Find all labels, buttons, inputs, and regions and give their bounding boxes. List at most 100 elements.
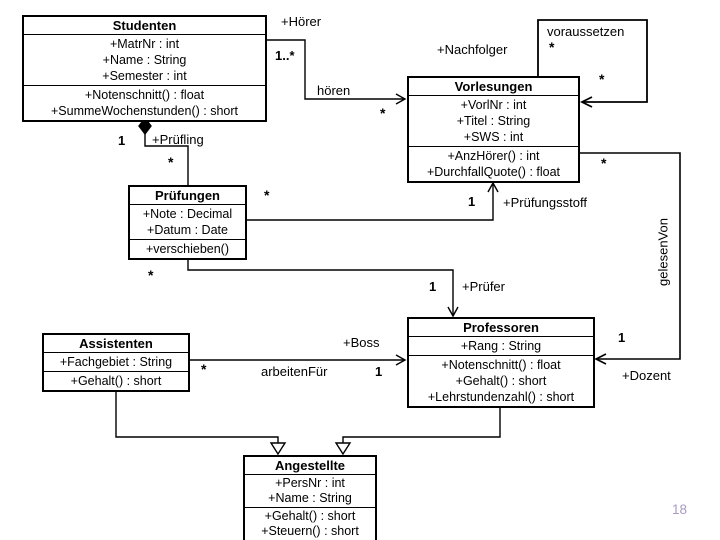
association-voraussetzen-line <box>537 19 648 103</box>
class-pruefungen-title: Prüfungen <box>155 188 220 203</box>
open-arrowhead <box>447 306 459 318</box>
multiplicity-voraussetzen-top: * <box>549 39 555 55</box>
attribute: +Note : Decimal <box>142 207 233 221</box>
composition-pruefling-line <box>144 133 189 185</box>
role-pruefer: +Prüfer <box>462 279 505 294</box>
method: +Gehalt() : short <box>455 374 547 388</box>
association-name-gelesenvon: gelesenVon <box>655 218 671 286</box>
role-boss: +Boss <box>343 335 380 350</box>
class-vorlesungen-attributes: +VorlNr : int +Titel : String +SWS : int <box>409 95 578 146</box>
multiplicity-gelesenvon-vorlesungen: * <box>601 155 607 171</box>
class-angestellte-methods: +Gehalt() : short +Steuern() : short <box>245 507 375 540</box>
attribute: +Rang : String <box>460 339 542 353</box>
method: +DurchfallQuote() : float <box>426 165 561 179</box>
open-arrowhead <box>395 93 407 105</box>
generalization-assistenten-angestellte <box>115 391 287 456</box>
hollow-triangle-arrowhead <box>269 442 287 456</box>
class-professoren: Professoren +Rang : String +Notenschnitt… <box>407 317 595 408</box>
method: +SummeWochenstunden() : short <box>50 104 238 118</box>
composition-pruefling <box>138 116 189 185</box>
role-pruefungsstoff: +Prüfungsstoff <box>503 195 587 210</box>
method: +Lehrstundenzahl() : short <box>427 390 575 404</box>
role-dozent: +Dozent <box>622 368 671 383</box>
class-vorlesungen: Vorlesungen +VorlNr : int +Titel : Strin… <box>407 76 580 183</box>
association-hoeren <box>267 39 407 105</box>
method: +Steuern() : short <box>261 524 359 538</box>
class-angestellte: Angestellte +PersNr : int +Name : String… <box>243 455 377 540</box>
attribute: +Fachgebiet : String <box>59 355 173 369</box>
attribute: +Datum : Date <box>147 223 228 237</box>
association-hoeren-line <box>267 39 404 100</box>
attribute: +SWS : int <box>463 130 524 144</box>
class-studenten: Studenten +MatrNr : int +Name : String +… <box>22 15 267 122</box>
method: +verschieben() <box>145 242 230 256</box>
association-gelesenvon-line <box>580 152 681 360</box>
attribute: +PersNr : int <box>275 476 345 490</box>
open-arrowhead <box>487 181 499 193</box>
attribute: +Titel : String <box>456 114 531 128</box>
association-gelesenvon <box>580 152 681 365</box>
multiplicity-pruefungsstoff-pruefungen: * <box>264 187 270 203</box>
class-vorlesungen-methods: +AnzHörer() : int +DurchfallQuote() : fl… <box>409 146 578 181</box>
association-pruefungsstoff-line <box>247 184 494 221</box>
multiplicity-arbeitenfuer-assistenten: * <box>201 361 207 377</box>
multiplicity-pruefling-studenten: 1 <box>118 133 126 148</box>
class-assistenten-attributes: +Fachgebiet : String <box>44 352 188 371</box>
association-pruefer <box>187 259 459 318</box>
association-voraussetzen <box>537 19 648 108</box>
attribute: +MatrNr : int <box>109 37 180 51</box>
generalization-professoren-angestellte <box>334 407 501 456</box>
class-studenten-methods: +Notenschnitt() : float +SummeWochenstun… <box>24 85 265 120</box>
role-pruefling: +Prüfling <box>152 132 204 147</box>
association-pruefer-line <box>187 259 454 315</box>
class-angestellte-attributes: +PersNr : int +Name : String <box>245 474 375 507</box>
method: +AnzHörer() : int <box>447 149 540 163</box>
multiplicity-hoeren-studenten: 1..* <box>275 48 295 63</box>
open-arrowhead <box>579 96 593 108</box>
method: +Gehalt() : short <box>70 374 162 388</box>
multiplicity-voraussetzen-bottom: * <box>599 71 605 87</box>
hollow-triangle-arrowhead <box>334 442 352 456</box>
class-pruefungen-attributes: +Note : Decimal +Datum : Date <box>130 204 245 239</box>
class-studenten-title: Studenten <box>112 18 177 33</box>
attribute: +VorlNr : int <box>460 98 527 112</box>
association-name-voraussetzen: voraussetzen <box>547 24 625 39</box>
method: +Notenschnitt() : float <box>84 88 205 102</box>
composition-diamond <box>138 116 152 136</box>
open-arrowhead <box>395 354 407 366</box>
class-vorlesungen-title: Vorlesungen <box>454 79 533 94</box>
open-arrowhead <box>594 353 607 365</box>
class-pruefungen: Prüfungen +Note : Decimal +Datum : Date … <box>128 185 247 260</box>
method: +Notenschnitt() : float <box>441 358 561 372</box>
generalization-line <box>115 391 279 443</box>
attribute: +Name : String <box>102 53 187 67</box>
association-name-hoeren: hören <box>317 83 351 98</box>
page-number: 18 <box>672 502 688 517</box>
multiplicity-gelesenvon-professoren: 1 <box>618 330 626 345</box>
generalization-line <box>342 407 501 443</box>
association-pruefungsstoff <box>247 181 499 221</box>
attribute: +Semester : int <box>102 69 187 83</box>
class-professoren-methods: +Notenschnitt() : float +Gehalt() : shor… <box>409 355 593 406</box>
class-pruefungen-methods: +verschieben() <box>130 239 245 258</box>
role-hoerer: +Hörer <box>281 14 322 29</box>
class-professoren-title: Professoren <box>463 320 539 335</box>
method: +Gehalt() : short <box>264 509 356 523</box>
class-angestellte-title: Angestellte <box>274 458 346 473</box>
multiplicity-pruefungsstoff-vorlesungen: 1 <box>468 194 476 209</box>
class-assistenten: Assistenten +Fachgebiet : String +Gehalt… <box>42 333 190 392</box>
class-assistenten-title: Assistenten <box>79 336 153 351</box>
class-professoren-attributes: +Rang : String <box>409 336 593 355</box>
role-nachfolger: +Nachfolger <box>437 42 508 57</box>
multiplicity-pruefling-pruefungen: * <box>168 154 174 170</box>
attribute: +Name : String <box>268 491 352 505</box>
multiplicity-hoeren-vorlesungen: * <box>380 105 386 121</box>
multiplicity-pruefer-pruefungen: * <box>148 267 154 283</box>
multiplicity-pruefer-professoren: 1 <box>429 279 437 294</box>
multiplicity-arbeitenfuer-professoren: 1 <box>375 364 383 379</box>
class-assistenten-methods: +Gehalt() : short <box>44 371 188 390</box>
association-name-arbeitenfuer: arbeitenFür <box>261 364 328 379</box>
class-studenten-attributes: +MatrNr : int +Name : String +Semester :… <box>24 34 265 85</box>
